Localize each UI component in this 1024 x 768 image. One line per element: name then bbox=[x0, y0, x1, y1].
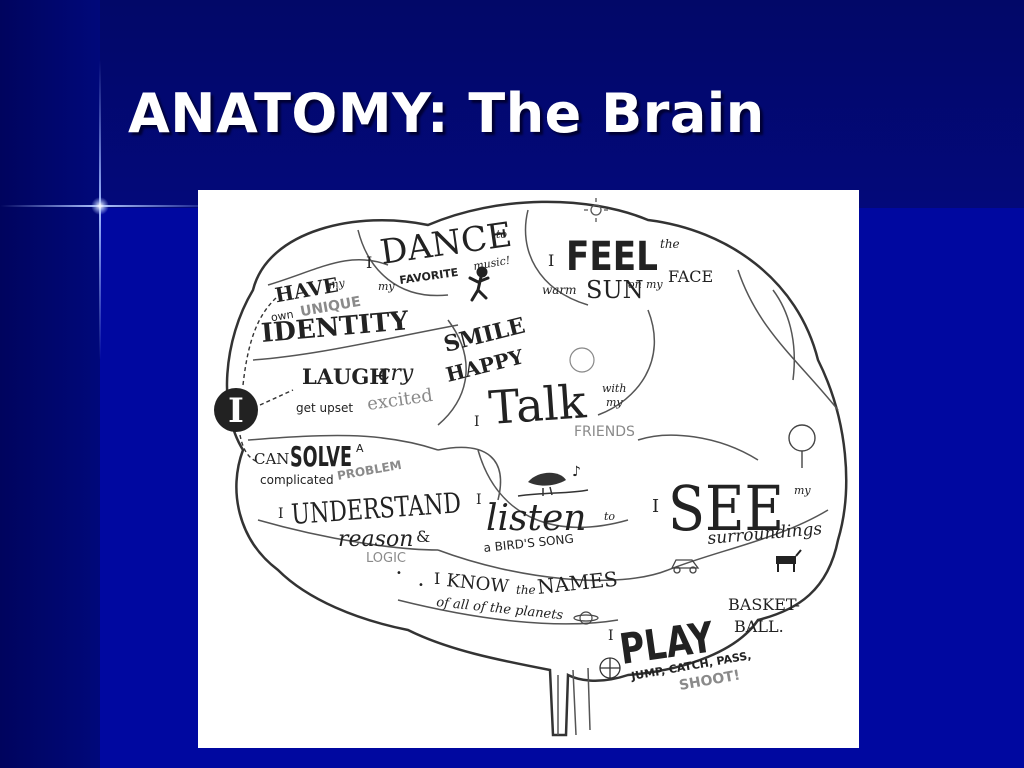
understand-i: I bbox=[278, 506, 284, 522]
play-i: I bbox=[608, 628, 614, 644]
emotion-cry: cry bbox=[378, 361, 414, 386]
talk-my: my bbox=[606, 396, 623, 409]
sparkle-icon bbox=[91, 197, 109, 215]
background-left-strip bbox=[0, 0, 100, 768]
identity-own: own bbox=[270, 308, 295, 325]
identity-my: my bbox=[327, 276, 346, 292]
bird-icon bbox=[517, 472, 589, 497]
car-icon bbox=[670, 559, 700, 574]
sun-icon bbox=[584, 198, 608, 222]
brain-folds bbox=[247, 209, 839, 625]
know-i: I bbox=[434, 569, 440, 588]
i-badge-circle bbox=[214, 388, 258, 432]
feel-sun: SUN bbox=[586, 276, 644, 304]
brain-outline bbox=[225, 200, 848, 737]
slide-title: ANATOMY: The Brain bbox=[128, 82, 765, 145]
talk-with: with bbox=[602, 382, 626, 395]
planet-icon bbox=[573, 611, 599, 625]
play-basket: BASKET- bbox=[728, 595, 800, 614]
i-badge-letter: I bbox=[228, 391, 244, 431]
know-the: the bbox=[516, 583, 536, 597]
dog-icon bbox=[776, 549, 802, 572]
feel-face: FACE bbox=[668, 267, 713, 286]
arrow-right bbox=[259, 389, 294, 406]
feel-my: my bbox=[646, 278, 663, 291]
emotion-laugh: LAUGH bbox=[302, 364, 389, 389]
tree-icon bbox=[788, 424, 816, 468]
dancer-icon bbox=[468, 266, 490, 302]
dance-my: my bbox=[378, 280, 395, 293]
talk-friends: FRIENDS bbox=[574, 424, 635, 440]
feel-warm: warm bbox=[542, 283, 577, 297]
feel-word: FEEL bbox=[566, 234, 658, 280]
see-word: SEE bbox=[668, 472, 784, 545]
music-note-icon: ♪ bbox=[572, 464, 581, 480]
dance-to: to bbox=[496, 228, 507, 241]
brain-illustration: I HAVE my own UNIQUE IDENTITY I DANCE to… bbox=[198, 190, 859, 748]
listen-to: to bbox=[604, 510, 615, 523]
arrow-up bbox=[242, 297, 277, 386]
feel-the: the bbox=[660, 237, 680, 251]
know-dot-a: • bbox=[396, 568, 402, 579]
talk-word: Talk bbox=[487, 374, 589, 435]
background-header bbox=[100, 0, 1024, 208]
solve-word: SOLVE bbox=[290, 440, 352, 473]
play-ball: BALL. bbox=[734, 617, 784, 636]
dance-i: I bbox=[366, 253, 372, 272]
see-i: I bbox=[652, 496, 659, 517]
brain-stem bbox=[557, 667, 591, 736]
understand-amp: & bbox=[416, 527, 430, 546]
see-my: my bbox=[794, 484, 811, 497]
emotion-get-upset: get upset bbox=[296, 401, 353, 415]
speech-bubble-icon bbox=[569, 347, 595, 373]
know-dot-b: • bbox=[418, 580, 424, 591]
basketball-icon bbox=[599, 657, 621, 679]
listen-word: listen bbox=[486, 498, 586, 539]
arrow-down bbox=[239, 434, 259, 463]
talk-i: I bbox=[474, 414, 480, 430]
solve-a: A bbox=[356, 442, 364, 455]
feel-i: I bbox=[548, 251, 554, 270]
understand-logic: LOGIC bbox=[366, 551, 406, 566]
feel-on: on bbox=[628, 278, 642, 291]
solve-complicated: complicated bbox=[260, 473, 334, 487]
solve-can: CAN bbox=[254, 450, 289, 468]
understand-reason: reason bbox=[338, 527, 413, 552]
brain-drawing: I HAVE my own UNIQUE IDENTITY I DANCE to… bbox=[214, 198, 848, 737]
listen-i: I bbox=[476, 492, 482, 508]
